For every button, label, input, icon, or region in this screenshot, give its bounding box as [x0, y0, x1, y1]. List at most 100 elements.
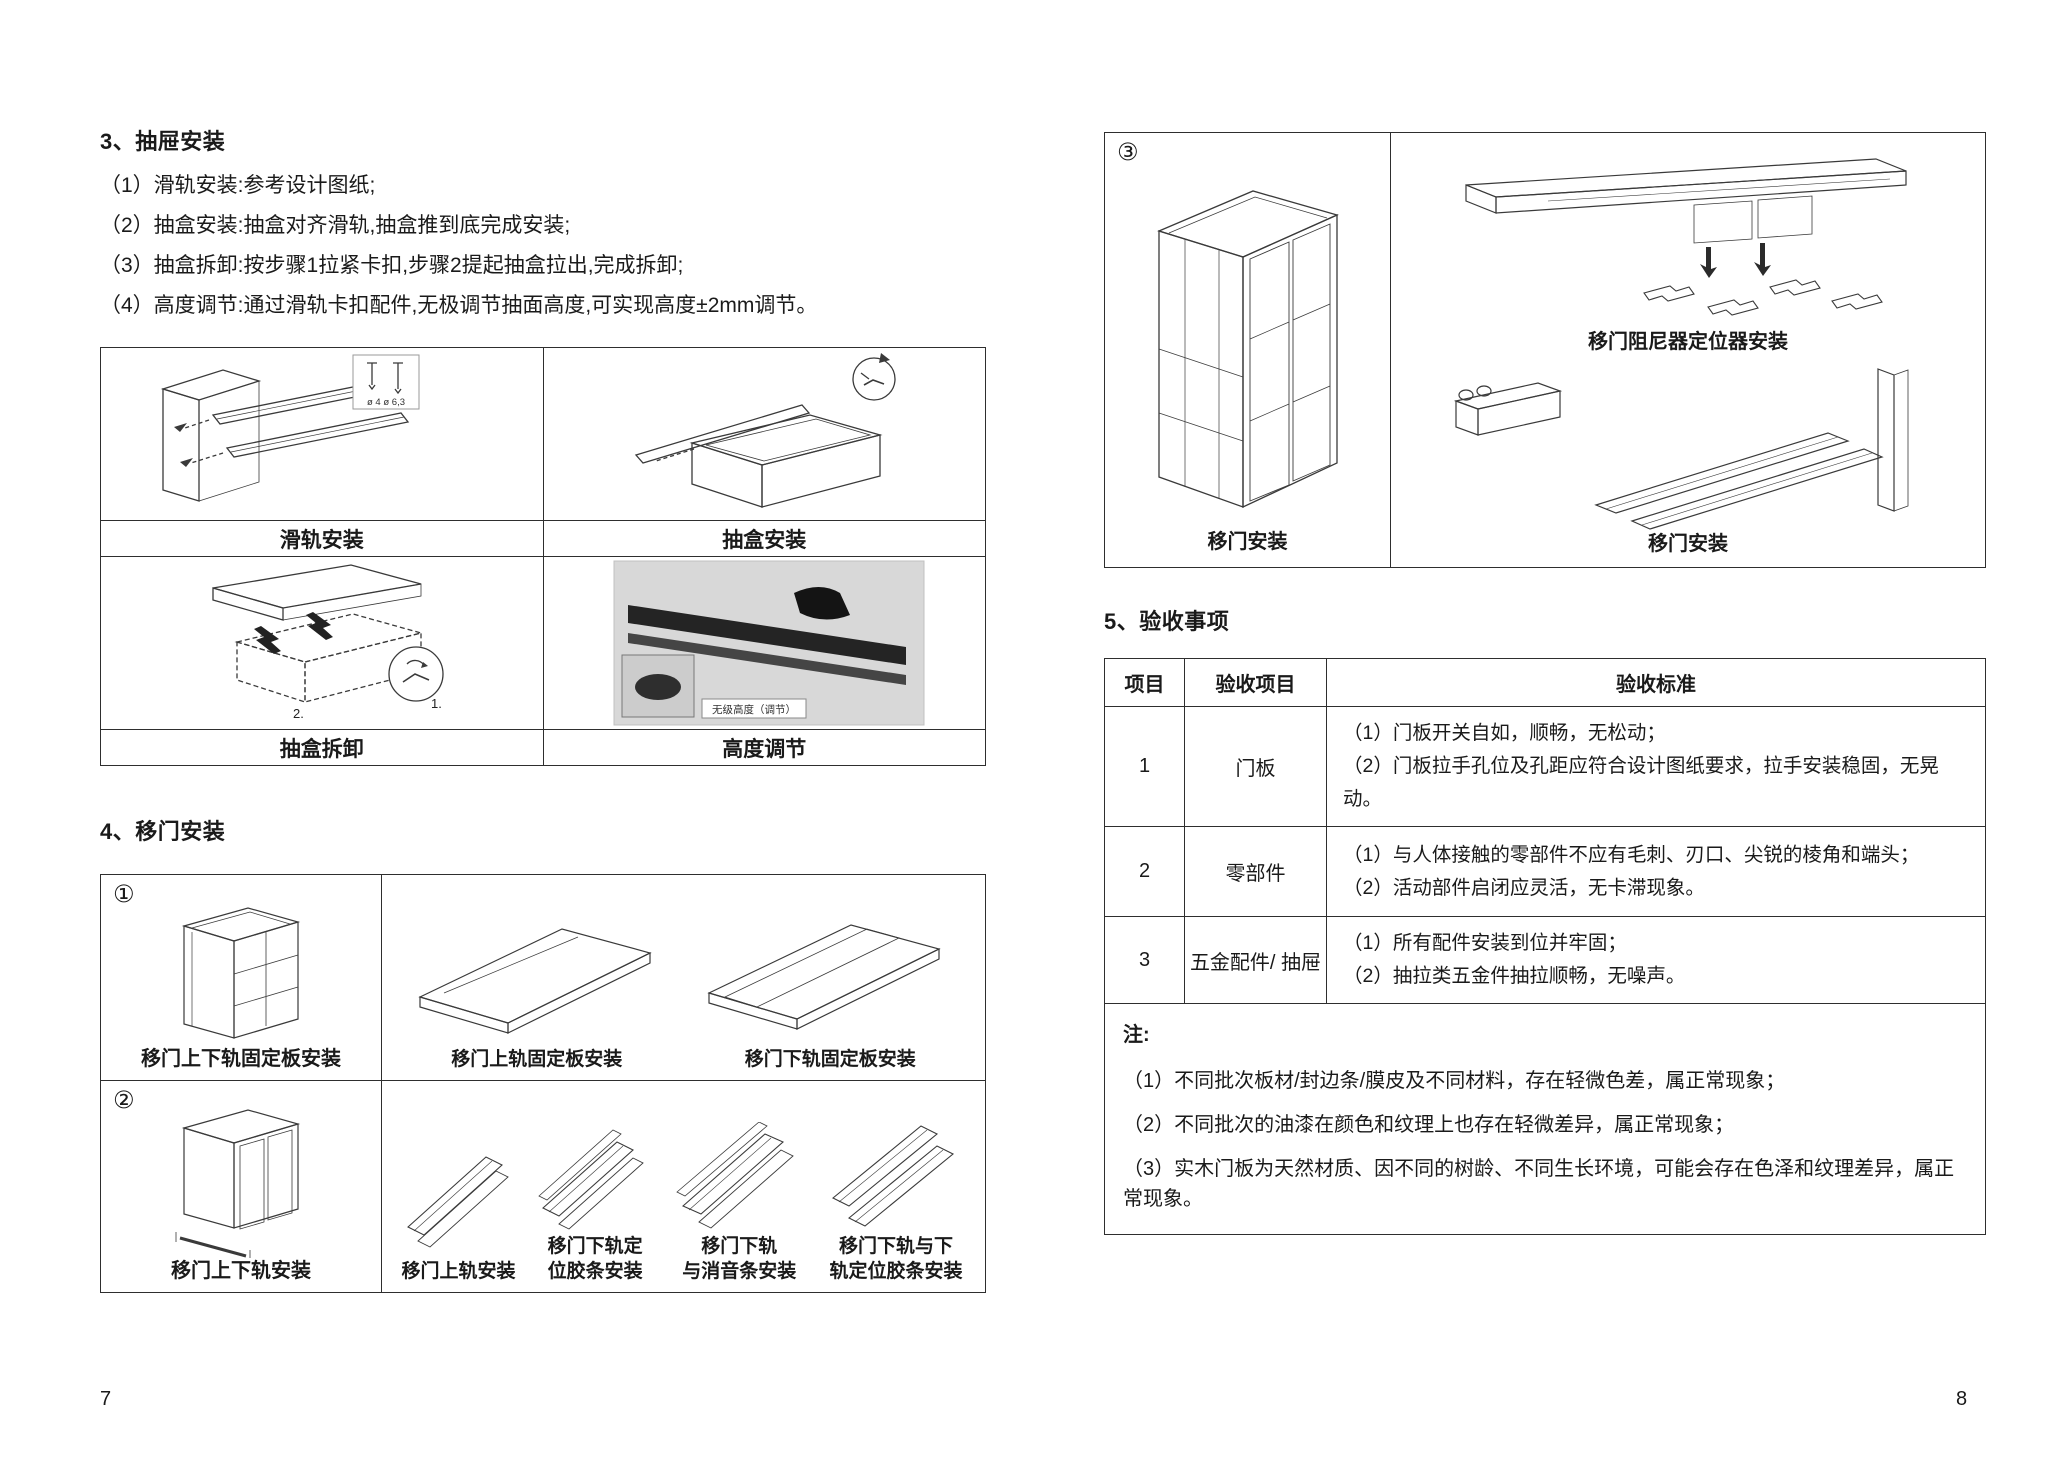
step-item-3: （3）抽盒拆卸:按步骤1拉紧卡扣,步骤2提起抽盒拉出,完成拆卸;	[100, 254, 684, 277]
muffler-strip-diagram	[676, 1122, 795, 1229]
height-note-label: 无级高度（调节）	[712, 703, 796, 716]
door-rails-label: 移门安装	[1648, 533, 1728, 555]
row2-num: 2	[1104, 826, 1185, 917]
removal-step2-label: 2.	[293, 706, 304, 721]
slide-rail-label: 滑轨安装	[100, 520, 544, 557]
notes-title: 注:	[1123, 1024, 1150, 1046]
badge-1: ①	[113, 881, 135, 908]
acceptance-header-row: 项目 验收项目 验收标准	[1104, 658, 1986, 707]
step-item-2: （2）抽盒安装:抽盒对齐滑轨,抽盒推到底完成安装;	[100, 214, 571, 237]
drawer-removal-label: 抽盒拆卸	[100, 729, 544, 766]
drawer-box-label: 抽盒安装	[542, 520, 986, 557]
label-bottom-track-strip-2: 位胶条安装	[547, 1261, 643, 1282]
header-item: 验收项目	[1184, 658, 1327, 707]
label-updown-track-plate: 移门上下轨固定板安装	[141, 1048, 341, 1070]
bottom-track-strip-diagram	[537, 1129, 644, 1230]
damper-positioner-label: 移门阻尼器定位器安装	[1588, 331, 1788, 353]
label-bottom-track-plate: 移门下轨固定板安装	[744, 1049, 916, 1070]
row1-item: 门板	[1184, 706, 1327, 827]
row3-num: 3	[1104, 916, 1185, 1004]
step-item-4: （4）高度调节:通过滑轨卡扣配件,无极调节抽面高度,可实现高度±2mm调节。	[100, 294, 818, 317]
bottom-track-plate-figure: 移门下轨固定板安装	[685, 897, 975, 1072]
acceptance-notes-row: 注: （1）不同批次板材/封边条/膜皮及不同材料，存在轻微色差，属正常现象； （…	[1104, 1003, 1986, 1235]
door-rails-diagram	[1453, 368, 1909, 530]
wardrobe-frame-diagram	[181, 907, 301, 1039]
damper-positioner-diagram	[1465, 158, 1907, 316]
note-item-3: （3）实木门板为天然材质、因不同的树龄、不同生长环境，可能会存在色泽和纹理差异，…	[1123, 1158, 1955, 1210]
label-top-track: 移门上轨安装	[401, 1261, 516, 1282]
step-item-1: （1）滑轨安装:参考设计图纸;	[100, 174, 376, 197]
wardrobe-frame-cell: ①	[100, 874, 382, 1081]
bottom-track-plate-diagram	[707, 924, 941, 1030]
top-track-diagram	[407, 1156, 509, 1248]
height-adjust-photo: 无级高度（调节）	[613, 560, 924, 726]
height-adjust-label: 高度调节	[542, 729, 986, 766]
section4-title: 4、移门安装	[100, 819, 226, 844]
screw-inset: ø 4 ø 6,3	[352, 354, 420, 410]
slide-rail-diagram-cell: ø 4 ø 6,3	[100, 347, 544, 521]
slide-rail-diagram: ø 4 ø 6,3	[160, 354, 420, 502]
row2-standard-line2: （2）活动部件启闭应灵活，无卡滞现象。	[1343, 876, 1705, 899]
row3-standard: （1）所有配件安装到位并牢固； （2）抽拉类五金件抽拉顺畅，无噪声。	[1326, 916, 1986, 1004]
track-plate-cell: 移门上轨固定板安装 移门下轨固定板安装	[381, 874, 986, 1081]
top-track-plate-figure: 移门上轨固定板安装	[392, 897, 682, 1072]
row3-standard-line2: （2）抽拉类五金件抽拉顺畅，无噪声。	[1343, 965, 1686, 987]
row3-standard-line1: （1）所有配件安装到位并牢固；	[1343, 932, 1627, 954]
sliding-door-diagram-box: ③ 移门安装	[1104, 132, 1986, 568]
acceptance-row-1: 1 门板 （1）门板开关自如，顺畅，无松动； （2）门板拉手孔位及孔距应符合设计…	[1104, 706, 1986, 827]
drawer-box-diagram-cell	[542, 347, 986, 521]
page-number-left: 7	[100, 1388, 112, 1410]
header-standard: 验收标准	[1326, 658, 1986, 707]
row1-standard-line1: （1）门板开关自如，顺畅，无松动；	[1343, 722, 1666, 744]
rail-details-cell: 移门阻尼器定位器安装	[1391, 133, 1985, 567]
wardrobe-sliding-doors-diagram	[1156, 190, 1339, 509]
badge-2: ②	[113, 1087, 135, 1114]
section5-title: 5、验收事项	[1104, 609, 1230, 634]
top-track-plate-diagram	[418, 928, 652, 1034]
section3-steps: （1）滑轨安装:参考设计图纸; （2）抽盒安装:抽盒对齐滑轨,抽盒推到底完成安装…	[100, 166, 817, 326]
header-item-no: 项目	[1104, 658, 1185, 707]
wardrobe-doors-cell: ②	[100, 1080, 382, 1293]
label-top-track-plate: 移门上轨固定板安装	[451, 1049, 623, 1070]
drawer-removal-diagram-cell: 1. 2.	[100, 556, 544, 730]
label-muffler-strip-1: 移门下轨	[701, 1236, 778, 1257]
wardrobe-cell: ③ 移门安装	[1105, 133, 1391, 567]
removal-step1-label: 1.	[431, 696, 442, 711]
screw-size-note: ø 4 ø 6,3	[367, 397, 405, 408]
row1-standard: （1）门板开关自如，顺畅，无松动； （2）门板拉手孔位及孔距应符合设计图纸要求，…	[1326, 706, 1986, 827]
badge-3: ③	[1117, 139, 1139, 166]
drawer-install-table: ø 4 ø 6,3	[100, 347, 986, 766]
acceptance-table: 项目 验收项目 验收标准 1 门板 （1）门板开关自如，顺畅，无松动； （2）门…	[1104, 658, 1986, 1235]
drawer-box-install-diagram	[634, 353, 896, 508]
label-bottom-track-strip-1: 移门下轨定	[547, 1236, 643, 1257]
row2-standard: （1）与人体接触的零部件不应有毛刺、刃口、尖锐的棱角和端头； （2）活动部件启闭…	[1326, 826, 1986, 917]
note-item-2: （2）不同批次的油漆在颜色和纹理上也存在轻微差异，属正常现象；	[1123, 1114, 1735, 1136]
row2-standard-line1: （1）与人体接触的零部件不应有毛刺、刃口、尖锐的棱角和端头；	[1343, 843, 1920, 866]
row2-item: 零部件	[1184, 826, 1327, 917]
sliding-door-table: ①	[100, 874, 986, 1293]
label-updown-track: 移门上下轨安装	[171, 1260, 311, 1282]
muffler-strip-figure: 移门下轨 与消音条安装	[669, 1122, 809, 1284]
page-number-right: 8	[1956, 1388, 1968, 1410]
section3-title: 3、抽屉安装	[100, 129, 226, 154]
bottom-track-strip-figure: 移门下轨定 位胶条安装	[533, 1122, 658, 1284]
acceptance-row-2: 2 零部件 （1）与人体接触的零部件不应有毛刺、刃口、尖锐的棱角和端头； （2）…	[1104, 826, 1986, 917]
track-parts-cell: 移门上轨安装 移门下轨定	[381, 1080, 986, 1293]
note-item-1: （1）不同批次板材/封边条/膜皮及不同材料，存在轻微色差，属正常现象；	[1123, 1070, 1786, 1092]
top-track-figure: 移门上轨安装	[396, 1123, 521, 1284]
acceptance-row-3: 3 五金配件/ 抽屉 （1）所有配件安装到位并牢固； （2）抽拉类五金件抽拉顺畅…	[1104, 916, 1986, 1004]
height-adjust-diagram-cell: 无级高度（调节）	[542, 556, 986, 730]
door-rails-figure: 移门安装	[1397, 363, 1979, 557]
label-lower-track-strip-2: 轨定位胶条安装	[829, 1261, 963, 1282]
label-muffler-strip-2: 与消音条安装	[682, 1261, 797, 1282]
row1-standard-line2: （2）门板拉手孔位及孔距应符合设计图纸要求，拉手安装稳固，无晃动。	[1343, 755, 1939, 810]
lower-track-strip-diagram	[831, 1125, 954, 1227]
lower-track-strip-figure: 移门下轨与下 轨定位胶条安装	[821, 1122, 971, 1284]
row3-item: 五金配件/ 抽屉	[1184, 916, 1327, 1004]
label-lower-track-strip-1: 移门下轨与下	[838, 1236, 953, 1257]
notes-cell: 注: （1）不同批次板材/封边条/膜皮及不同材料，存在轻微色差，属正常现象； （…	[1104, 1003, 1986, 1235]
drawer-removal-diagram: 1. 2.	[212, 564, 444, 721]
wardrobe-label: 移门安装	[1207, 531, 1288, 553]
damper-positioner-figure: 移门阻尼器定位器安装	[1397, 143, 1979, 355]
